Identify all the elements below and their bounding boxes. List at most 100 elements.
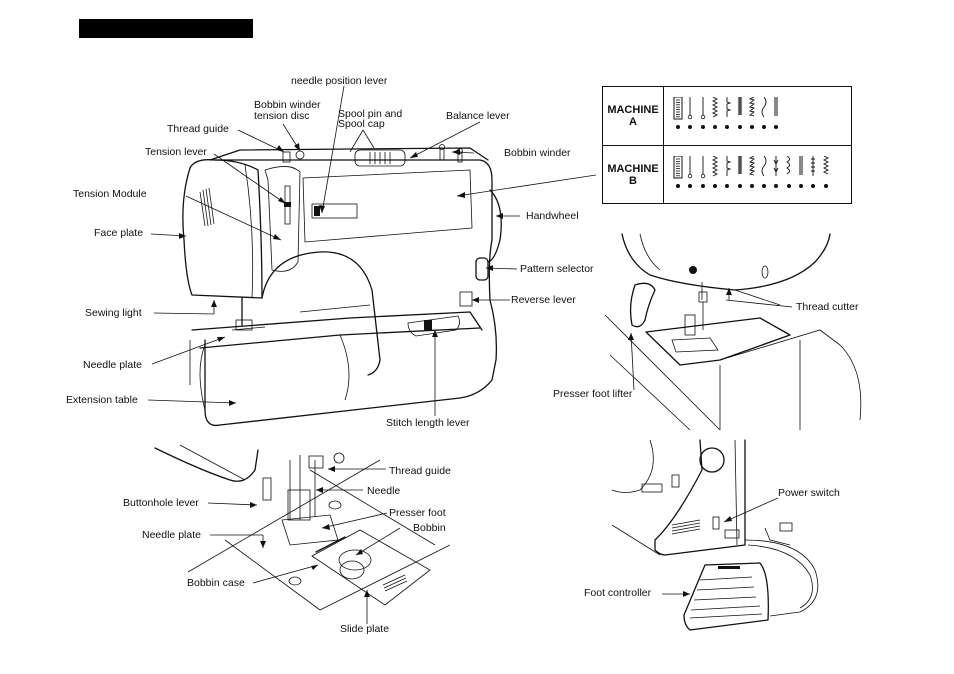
stitch-dot-marker (688, 184, 693, 188)
stitch-dot-marker (823, 184, 828, 188)
stitch-dot-marker (700, 125, 705, 129)
stitch-glyph-icon (726, 156, 732, 176)
stitch-pattern-straight-left (685, 97, 695, 137)
stitch-dot-marker (774, 125, 779, 129)
label-spool-cap: Spool cap (338, 118, 385, 130)
stitch-dot-marker (799, 184, 803, 188)
label-stitch-length-lever: Stitch length lever (386, 417, 470, 429)
stitch-row-machine-b: MACHINE B (603, 145, 851, 204)
stitch-glyph-icon (761, 97, 767, 118)
stitch-pattern-multi-zigzag (735, 156, 745, 196)
stitch-glyph-icon (673, 156, 683, 179)
stitch-dot-marker (688, 125, 693, 129)
stitch-dot-marker (676, 125, 680, 129)
stitch-dot-marker (774, 184, 779, 188)
label-bobbin-winder: Bobbin winder (504, 147, 571, 159)
label-pattern-selector: Pattern selector (520, 263, 594, 275)
label-reverse-lever: Reverse lever (511, 294, 576, 306)
stitch-glyph-icon (748, 97, 755, 117)
label-needle-plate-closeup: Needle plate (142, 529, 201, 541)
stitch-pattern-straight-left (685, 156, 695, 196)
stitch-glyph-icon (774, 97, 779, 116)
stitch-glyph-icon (711, 156, 718, 177)
label-bobbin-winder-tension-disc-2: tension disc (254, 110, 310, 122)
stitch-pattern-blind-hem (722, 97, 732, 137)
stitch-pattern-stretch-straight (771, 97, 781, 137)
stitch-dot-marker (712, 125, 717, 129)
stitch-pattern-zigzag (710, 156, 720, 196)
label-face-plate: Face plate (94, 227, 144, 239)
label-sewing-light: Sewing light (85, 307, 142, 319)
stitch-pattern-shell (784, 156, 794, 196)
stitch-pattern-straight-center (698, 156, 708, 196)
stitch-dot-marker (737, 184, 742, 188)
stitch-glyph-icon (761, 156, 767, 177)
label-buttonhole-lever: Buttonhole lever (123, 497, 199, 509)
stitch-glyph-icon (688, 156, 693, 179)
machine-letter: A (629, 116, 637, 128)
stitch-glyph-icon (700, 97, 705, 120)
stitch-glyph-icon (737, 97, 742, 116)
label-thread-guide: Thread guide (167, 123, 229, 135)
stitch-glyph-icon (822, 156, 829, 175)
stitch-pattern-ric-rac (808, 156, 818, 196)
label-needle: Needle (367, 485, 401, 497)
stitch-pattern-straight-center (698, 97, 708, 137)
stitch-pattern-overlock (747, 97, 757, 137)
stitch-glyph-icon (748, 156, 755, 176)
stitch-pattern-stretch-straight (796, 156, 806, 196)
label-bobbin-case: Bobbin case (187, 577, 245, 589)
label-bobbin: Bobbin (413, 522, 446, 534)
label-power-switch: Power switch (778, 487, 840, 499)
stitch-pattern-blind-hem (722, 156, 732, 196)
label-thread-guide-closeup: Thread guide (389, 465, 451, 477)
label-presser-foot-lifter: Presser foot lifter (553, 388, 633, 400)
stitch-pattern-buttonhole (673, 97, 683, 137)
label-foot-controller: Foot controller (584, 587, 652, 599)
stitch-pattern-zigzag (710, 97, 720, 137)
stitch-glyph-icon (811, 156, 816, 176)
stitch-pattern-scallop (759, 156, 769, 196)
stitch-glyph-icon (688, 97, 693, 120)
label-tension-lever: Tension lever (145, 146, 207, 158)
label-needle-plate: Needle plate (83, 359, 142, 371)
stitch-dot-marker (762, 125, 767, 129)
stitch-pattern-buttonhole (673, 156, 683, 196)
stitch-dot-marker (725, 184, 730, 188)
stitch-glyph-icon (726, 97, 732, 117)
label-bobbin-winder-tension-disc: Bobbin winder (254, 99, 321, 111)
label-balance-lever: Balance lever (446, 110, 510, 122)
label-slide-plate: Slide plate (340, 623, 390, 635)
stitch-dot-marker (676, 184, 680, 188)
stitch-dot-marker (786, 184, 791, 188)
stitch-dot-marker (749, 125, 754, 129)
stitch-dot-marker (700, 184, 705, 188)
stitch-glyph-icon (711, 97, 718, 118)
label-tension-module: Tension Module (73, 188, 147, 200)
stitch-pattern-multi-zigzag (735, 97, 745, 137)
stitch-glyph-icon (673, 97, 683, 120)
stitch-dot-marker (749, 184, 754, 188)
stitch-pattern-overlock (747, 156, 757, 196)
machine-name-cell: MACHINE A (603, 87, 664, 145)
machine-name-cell: MACHINE B (603, 146, 664, 204)
stitch-glyph-icon (700, 156, 705, 179)
label-handwheel: Handwheel (526, 210, 579, 222)
stitch-glyph-icon (773, 156, 779, 176)
stitch-glyph-icon (737, 156, 742, 175)
stitch-pattern-table: MACHINE A MACHINE B (602, 86, 852, 204)
stitch-pattern-arrow (771, 156, 781, 196)
label-presser-foot: Presser foot (389, 507, 446, 519)
section-title-bar (79, 19, 253, 38)
label-needle-position-lever: needle position lever (291, 75, 388, 87)
machine-letter: B (629, 175, 637, 187)
stitch-dot-marker (725, 125, 730, 129)
machine-name: MACHINE (607, 163, 659, 175)
stitch-dot-marker (737, 125, 742, 129)
stitch-dot-marker (811, 184, 816, 188)
machine-name: MACHINE (607, 104, 659, 116)
stitch-glyph-icon (799, 156, 803, 175)
